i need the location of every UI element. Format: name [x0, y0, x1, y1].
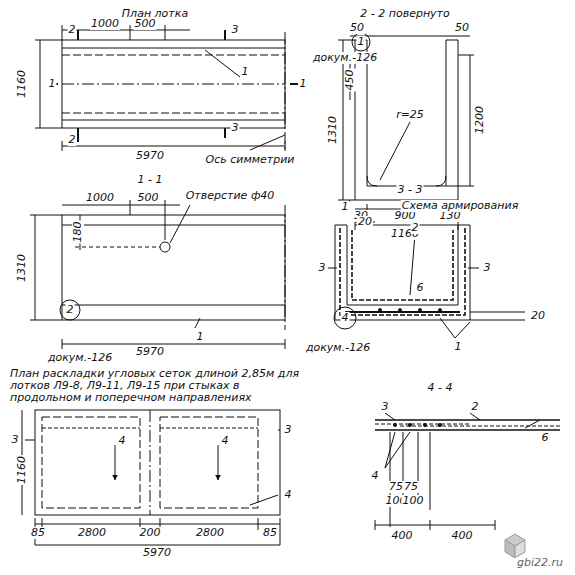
drawing-label: 5970 [135, 150, 165, 162]
drawing-label: 400 [391, 530, 414, 542]
drawing-label: 1000 [85, 192, 115, 204]
drawing-label: 5970 [135, 346, 165, 358]
drawing-label: 1 [241, 66, 250, 78]
drawing-label: 75 [388, 481, 404, 493]
drawing-label: Ось симметрии [205, 154, 296, 166]
drawing-label: 1200 [474, 105, 486, 135]
drawing-label: 100 [402, 495, 425, 507]
drawing-label: 1 [48, 78, 57, 90]
drawing-label: 180 [72, 221, 84, 244]
drawing-label: 3 [318, 262, 327, 274]
drawing-label: 1 [454, 341, 463, 353]
drawing-label: 500 [134, 18, 157, 30]
drawing-label: 5970 [142, 547, 172, 559]
drawing-label: 3 [11, 434, 20, 446]
drawing-label: 400 [451, 530, 474, 542]
drawing-label: докум.-126 [312, 52, 378, 64]
drawing-label: r=25 [395, 109, 425, 121]
drawing-label: 50 [454, 22, 470, 34]
drawing-label: 1000 [90, 18, 120, 30]
drawing-label: докум.-126 [305, 342, 371, 354]
drawing-label: 2 [411, 222, 420, 234]
drawing-label: 4 [341, 312, 350, 324]
drawing-label: 6 [541, 432, 550, 444]
drawing-label: 3 [231, 24, 240, 36]
drawing-label: 1160 [16, 69, 28, 99]
plan-view [35, 25, 298, 151]
watermark-icon [505, 534, 525, 558]
drawing-label: 500 [137, 192, 160, 204]
drawing-label: 4 [118, 435, 127, 447]
drawing-label: 4 [371, 470, 380, 482]
drawing-label: 1160 [16, 455, 28, 485]
drawing-label: 2 - 2 повернуто [359, 8, 450, 20]
drawing-label: 85 [262, 527, 278, 539]
drawing-label: 1310 [16, 253, 28, 283]
drawing-label: 1 - 1 [137, 174, 164, 186]
drawing-label: 4 - 4 [427, 382, 454, 394]
drawing-label: 200 [139, 527, 162, 539]
drawing-label: 4 [284, 489, 293, 501]
drawing-label: 4 [221, 435, 230, 447]
drawing-label: 450 [344, 69, 356, 92]
drawing-label: 50 [349, 22, 365, 34]
drawing-label: 2 [68, 134, 77, 146]
drawing-label: 20 [530, 310, 546, 322]
drawing-label: Схема армирования [401, 200, 520, 212]
drawing-label: 85 [30, 527, 46, 539]
drawing-label: 2 [66, 304, 75, 316]
drawing-label: 3 [381, 401, 390, 413]
watermark: gbi22.ru [516, 557, 564, 569]
drawing-label: Отверстие ф40 [185, 190, 276, 202]
drawing-label: 3 - 3 [397, 184, 424, 196]
drawing-label: 1 [299, 78, 308, 90]
section-1-1 [30, 200, 285, 349]
drawing-label: 75 [403, 481, 419, 493]
drawing-label: докум.-126 [47, 352, 113, 364]
drawing-label: 2800 [195, 527, 225, 539]
drawing-label: План раскладки угловых сеток длиной 2,85… [9, 368, 311, 404]
drawing-label: 1310 [327, 115, 339, 145]
drawing-label: 6 [416, 282, 425, 294]
drawing-label: 3 [284, 424, 293, 436]
section-4-4 [375, 413, 560, 530]
drawing-label: 2 [68, 24, 77, 36]
drawing-label: 20 [357, 216, 373, 228]
drawing-label: 1 [196, 331, 205, 343]
section-3-3 [328, 222, 525, 338]
drawing-label: 3 [231, 122, 240, 134]
mesh-layout-plan [22, 410, 280, 545]
drawing-label: 1 [341, 201, 350, 213]
drawing-label: 1 [357, 36, 366, 48]
drawing-label: 2 [471, 401, 480, 413]
drawing-label: 2800 [77, 527, 107, 539]
drawing-label: 3 [483, 262, 492, 274]
